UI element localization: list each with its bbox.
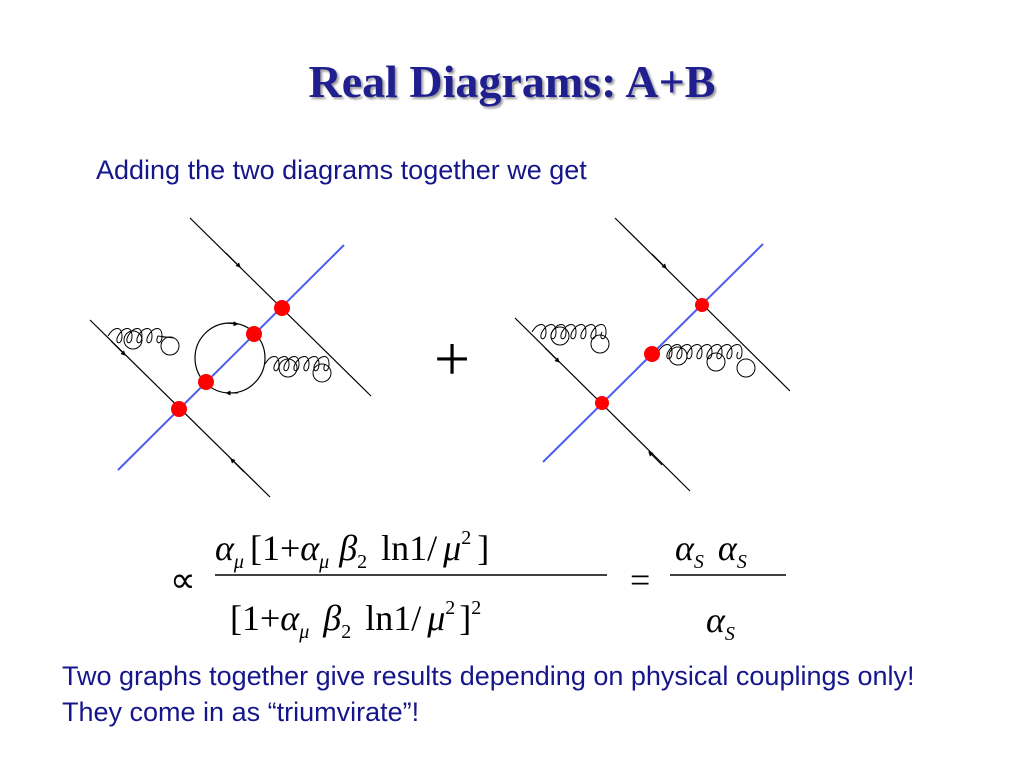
intro-text: Adding the two diagrams together we get (96, 155, 587, 185)
feynman-diagram-a (89, 217, 372, 498)
vertex-dot (595, 396, 609, 410)
proportional-symbol: ∝ (170, 560, 196, 600)
cut-line (117, 244, 345, 471)
vertex-dot (274, 300, 290, 316)
vertex-dot (246, 326, 262, 342)
gluon-left (107, 328, 175, 344)
gluon-right (657, 344, 743, 360)
slide-title: Real Diagrams: A+B (308, 56, 716, 107)
vertex-dot (644, 346, 660, 362)
rhs-denominator: αS (706, 600, 735, 645)
equals-sign: = (630, 560, 650, 600)
gluon-right (264, 356, 330, 372)
vertex-dot (171, 401, 187, 417)
vertex-dot (695, 298, 709, 312)
vertex-dot (198, 374, 214, 390)
conclusion-text: Two graphs together give results dependi… (62, 661, 915, 727)
gluon-left (531, 324, 607, 340)
plus-sign: + (434, 323, 470, 394)
feynman-diagram-b (514, 217, 791, 492)
